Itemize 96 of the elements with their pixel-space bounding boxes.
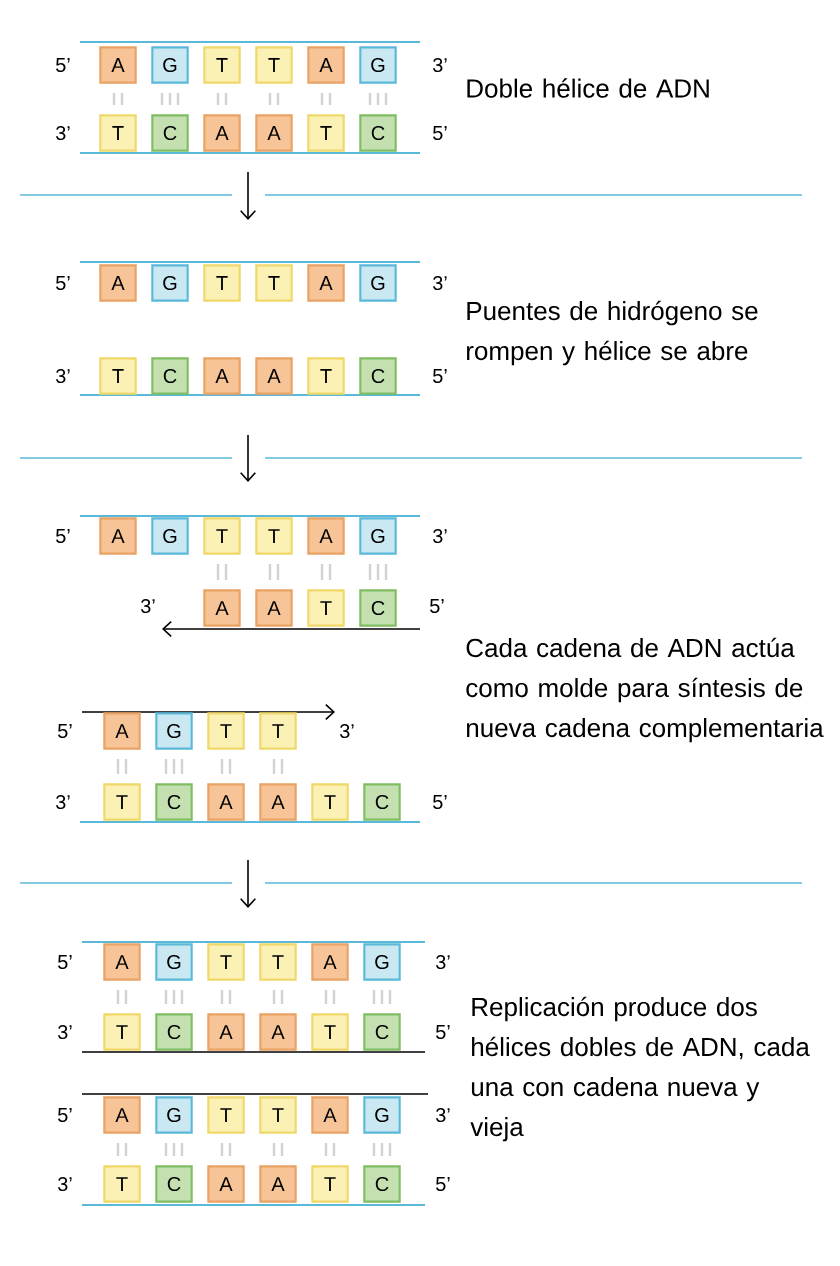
base-box: T: [259, 1096, 297, 1134]
base-box: T: [103, 1165, 141, 1203]
base-box: T: [307, 589, 345, 627]
base-box: T: [311, 1013, 349, 1051]
base-box: G: [151, 46, 189, 84]
base-box: C: [359, 589, 397, 627]
strand-end-label: 3’: [55, 368, 70, 384]
base-box: T: [207, 1096, 245, 1134]
base-box: C: [359, 114, 397, 152]
base-box: A: [311, 943, 349, 981]
base-box: A: [259, 783, 297, 821]
base-box: G: [151, 264, 189, 302]
base-box: T: [311, 783, 349, 821]
base-box: C: [155, 783, 193, 821]
base-box: T: [311, 1165, 349, 1203]
base-box: C: [359, 357, 397, 395]
strand-end-label: 5’: [436, 1177, 450, 1191]
base-box: T: [255, 46, 293, 84]
base-box: G: [155, 943, 193, 981]
base-box: A: [259, 1013, 297, 1051]
base-box: A: [99, 46, 137, 84]
base-box: G: [359, 517, 397, 555]
base-box: A: [255, 589, 293, 627]
base-box: T: [259, 943, 297, 981]
base-box: A: [203, 357, 241, 395]
base-box: C: [363, 1013, 401, 1051]
strand-end-label: 3’: [140, 598, 155, 614]
strand-end-label: 3’: [57, 1176, 72, 1192]
base-box: T: [259, 712, 297, 750]
strand-end-label: 5’: [56, 276, 70, 290]
base-box: A: [99, 517, 137, 555]
base-box: T: [255, 264, 293, 302]
base-box: A: [103, 1096, 141, 1134]
strand-end-label: 5’: [58, 955, 72, 969]
base-box: A: [307, 46, 345, 84]
step-description: Puentes de hidrógeno se rompen y hélice se abre: [467, 300, 758, 366]
base-box: C: [155, 1165, 193, 1203]
base-box: T: [307, 357, 345, 395]
strand-end-label: 5’: [58, 724, 72, 738]
step-description: Replicación produce dos hélices dobles de ADN, cada una con cadena nueva y vieja: [470, 996, 810, 1142]
base-box: A: [311, 1096, 349, 1134]
base-box: A: [203, 114, 241, 152]
base-box: A: [99, 264, 137, 302]
base-box: T: [99, 114, 137, 152]
base-box: G: [155, 1096, 193, 1134]
strand-end-label: 5’: [430, 599, 444, 613]
strand-end-label: 5’: [58, 1108, 72, 1122]
strand-end-label: 3’: [432, 57, 447, 73]
base-box: A: [207, 1165, 245, 1203]
base-box: C: [151, 114, 189, 152]
base-box: A: [103, 712, 141, 750]
base-box: T: [99, 357, 137, 395]
base-box: T: [203, 517, 241, 555]
base-box: G: [359, 264, 397, 302]
base-box: A: [203, 589, 241, 627]
base-box: A: [259, 1165, 297, 1203]
base-box: C: [155, 1013, 193, 1051]
strand-end-label: 5’: [436, 1025, 450, 1039]
base-box: C: [363, 783, 401, 821]
base-box: A: [255, 357, 293, 395]
strand-end-label: 3’: [435, 1107, 450, 1123]
base-box: A: [207, 1013, 245, 1051]
base-box: G: [363, 1096, 401, 1134]
base-box: A: [255, 114, 293, 152]
base-box: A: [207, 783, 245, 821]
base-box: T: [103, 1013, 141, 1051]
strand-end-label: 3’: [57, 1024, 72, 1040]
base-box: G: [363, 943, 401, 981]
base-box: T: [307, 114, 345, 152]
base-box: G: [155, 712, 193, 750]
strand-end-label: 5’: [433, 369, 447, 383]
strand-end-label: 5’: [56, 58, 70, 72]
strand-end-label: 3’: [435, 954, 450, 970]
strand-end-label: 5’: [433, 126, 447, 140]
base-box: T: [103, 783, 141, 821]
base-box: T: [207, 712, 245, 750]
base-box: G: [151, 517, 189, 555]
base-box: G: [359, 46, 397, 84]
base-box: T: [207, 943, 245, 981]
strand-end-label: 5’: [56, 529, 70, 543]
strand-end-label: 3’: [55, 125, 70, 141]
base-box: A: [103, 943, 141, 981]
base-box: A: [307, 517, 345, 555]
step-description: Doble hélice de ADN: [467, 78, 709, 98]
base-box: T: [203, 46, 241, 84]
base-box: C: [151, 357, 189, 395]
base-box: C: [363, 1165, 401, 1203]
base-box: T: [203, 264, 241, 302]
step-description: Cada cadena de ADN actúa como molde para síntesis de nueva cadena complementaria: [466, 637, 824, 743]
base-box: A: [307, 264, 345, 302]
strand-end-label: 3’: [432, 275, 447, 291]
base-box: T: [255, 517, 293, 555]
strand-end-label: 3’: [55, 794, 70, 810]
strand-end-label: 5’: [433, 795, 447, 809]
strand-end-label: 3’: [339, 723, 354, 739]
strand-end-label: 3’: [432, 528, 447, 544]
